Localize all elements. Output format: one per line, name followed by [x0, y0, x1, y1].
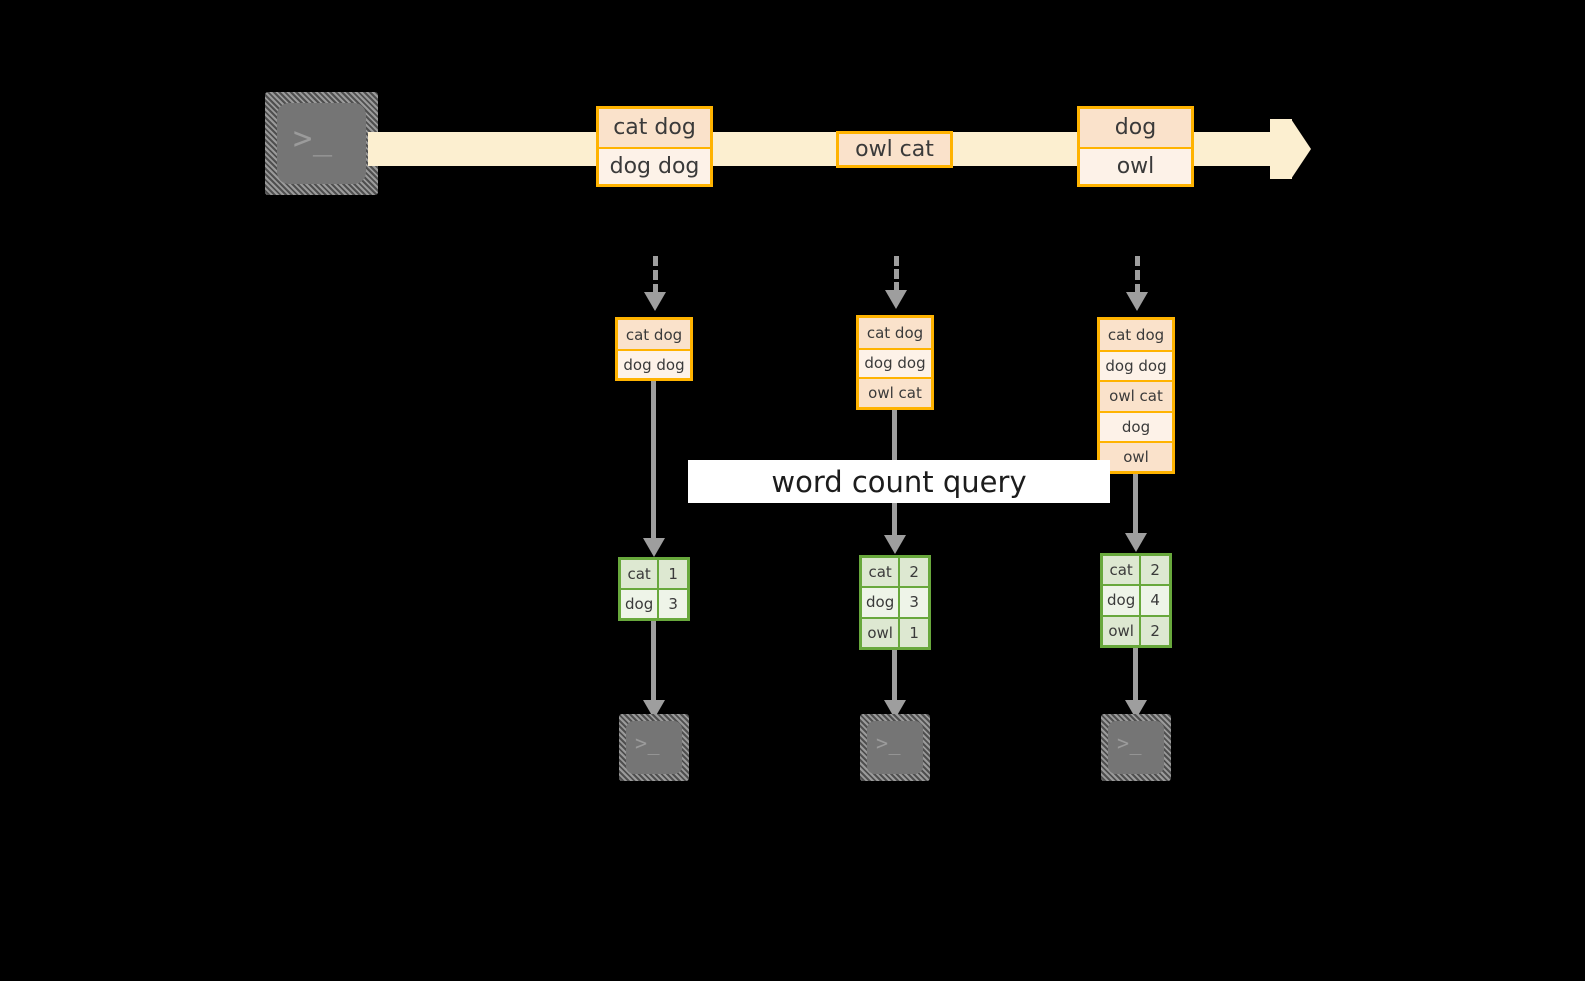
result-count: 2 — [1141, 616, 1169, 645]
state-record: dog dog — [1100, 350, 1172, 381]
sink-terminal-icon-3: >_ — [1101, 714, 1171, 781]
result-row: dog 3 — [621, 588, 687, 618]
stream-record: dog dog — [599, 146, 710, 184]
result-table-2: cat 2 dog 3 owl 1 — [859, 555, 931, 650]
state-record: owl cat — [1100, 380, 1172, 411]
state-to-result-arrowhead-1 — [643, 538, 665, 557]
state-record: cat dog — [859, 318, 931, 348]
result-row: cat 2 — [1103, 556, 1169, 585]
state-to-result-connector-1 — [651, 381, 656, 541]
result-word: dog — [621, 590, 660, 618]
result-count: 3 — [659, 590, 687, 618]
terminal-screen — [626, 721, 682, 774]
state-record: cat dog — [618, 320, 690, 349]
stream-record: owl cat — [839, 134, 950, 165]
stream-to-state-arrowhead-3 — [1126, 292, 1148, 311]
result-row: dog 4 — [1103, 584, 1169, 615]
state-box-2: cat dog dog dog owl cat — [856, 315, 934, 410]
stream-to-state-connector-3 — [1135, 256, 1140, 294]
terminal-screen — [867, 721, 923, 774]
stream-record: cat dog — [599, 109, 710, 147]
stream-record-group-3: dog owl — [1077, 106, 1194, 187]
result-count: 2 — [900, 558, 928, 587]
result-table-3: cat 2 dog 4 owl 2 — [1100, 553, 1172, 648]
stream-arrow-flange — [1270, 119, 1292, 179]
terminal-prompt-glyph: >_ — [635, 731, 660, 755]
result-word: dog — [862, 588, 901, 617]
state-to-result-arrowhead-2 — [884, 535, 906, 554]
result-row: cat 1 — [621, 560, 687, 588]
stream-record-group-2: owl cat — [836, 131, 953, 168]
result-count: 4 — [1141, 586, 1169, 615]
state-record: owl cat — [859, 377, 931, 407]
result-count: 1 — [900, 618, 928, 647]
stream-record: owl — [1080, 146, 1191, 184]
result-to-sink-connector-1 — [651, 621, 656, 707]
state-to-result-connector-3 — [1133, 474, 1138, 536]
state-record: dog dog — [859, 347, 931, 378]
result-word: cat — [1103, 556, 1142, 585]
sink-terminal-icon-1: >_ — [619, 714, 689, 781]
stream-to-state-connector-1 — [653, 256, 658, 294]
result-count: 1 — [659, 560, 687, 588]
result-row: cat 2 — [862, 558, 928, 587]
result-row: dog 3 — [862, 586, 928, 617]
stream-record: dog — [1080, 109, 1191, 147]
terminal-prompt-glyph: >_ — [1117, 731, 1142, 755]
result-row: owl 1 — [862, 616, 928, 647]
state-box-1: cat dog dog dog — [615, 317, 693, 381]
state-box-3: cat dog dog dog owl cat dog owl — [1097, 317, 1175, 474]
result-table-1: cat 1 dog 3 — [618, 557, 690, 621]
state-record: cat dog — [1100, 320, 1172, 351]
stream-record-group-1: cat dog dog dog — [596, 106, 713, 187]
result-count: 2 — [1141, 556, 1169, 585]
result-to-sink-connector-2 — [892, 650, 897, 708]
result-to-sink-connector-3 — [1133, 648, 1138, 708]
terminal-screen — [1108, 721, 1164, 774]
result-word: owl — [1103, 616, 1142, 645]
terminal-prompt-glyph: >_ — [293, 119, 333, 157]
state-record: dog — [1100, 410, 1172, 441]
sink-terminal-icon-2: >_ — [860, 714, 930, 781]
result-word: owl — [862, 618, 901, 647]
stream-to-state-connector-2 — [894, 256, 899, 292]
result-word: cat — [621, 560, 660, 588]
source-terminal-icon: >_ — [265, 92, 378, 195]
result-word: cat — [862, 558, 901, 587]
result-count: 3 — [900, 588, 928, 617]
query-label-text: word count query — [771, 464, 1027, 499]
terminal-screen — [277, 103, 366, 184]
state-record: dog dog — [618, 349, 690, 378]
terminal-prompt-glyph: >_ — [876, 731, 901, 755]
stream-to-state-arrowhead-1 — [644, 292, 666, 311]
stream-arrow-head — [1291, 119, 1311, 179]
result-row: owl 2 — [1103, 614, 1169, 645]
state-to-result-arrowhead-3 — [1125, 533, 1147, 552]
result-word: dog — [1103, 586, 1142, 615]
state-record: owl — [1100, 440, 1172, 471]
query-label-banner: word count query — [688, 460, 1110, 503]
stream-to-state-arrowhead-2 — [885, 290, 907, 309]
